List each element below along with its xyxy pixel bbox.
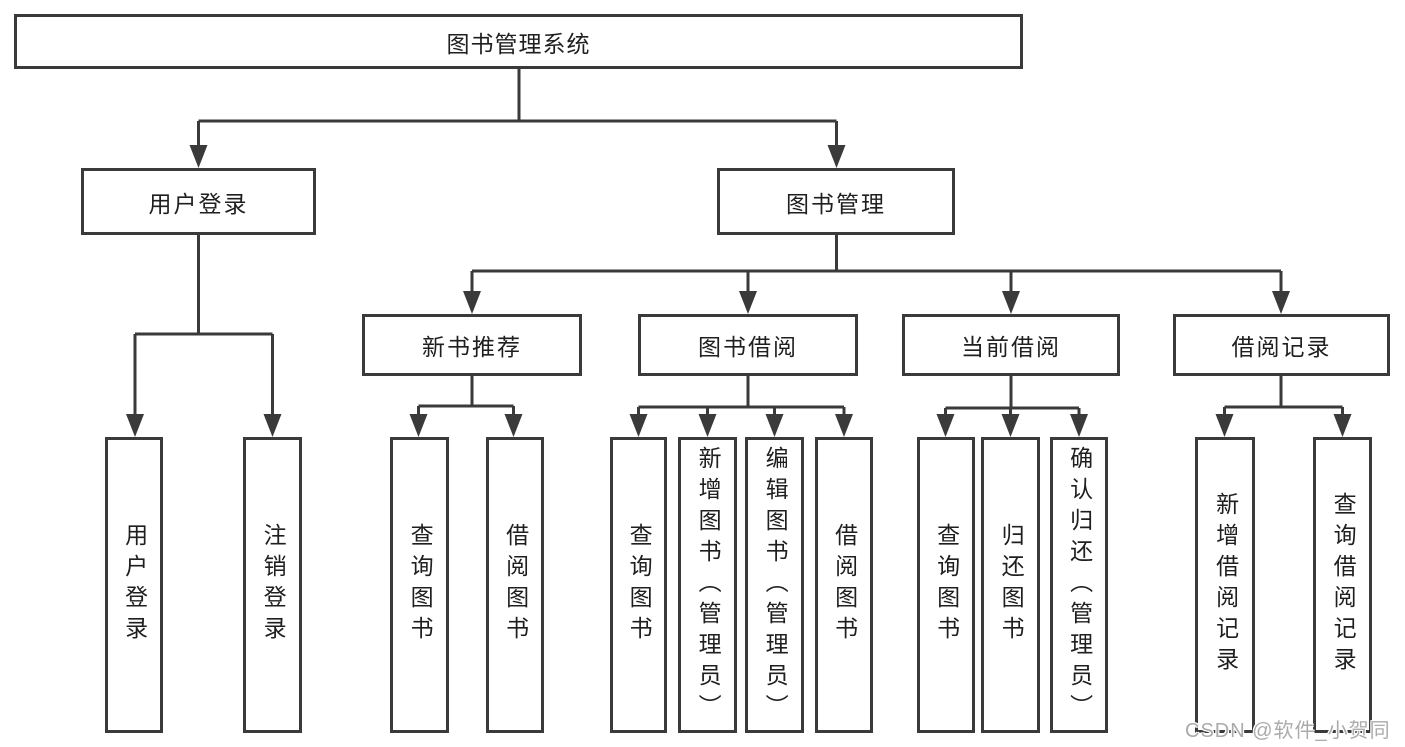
node-nb-borrow-books-label: 借阅图书 [502, 523, 529, 647]
node-bb-query-books: 查询图书 [610, 437, 667, 733]
node-br-query-record-label: 查询借阅记录 [1330, 492, 1357, 678]
arrowhead-icon [1001, 414, 1020, 437]
node-user-login-leaf-label: 用户登录 [121, 523, 148, 647]
arrowhead-icon [827, 145, 846, 168]
node-user-login-leaf: 用户登录 [105, 437, 163, 733]
node-cb-confirm-return-admin: 确认归还（管理员） [1050, 437, 1108, 733]
node-library-system-label: 图书管理系统 [446, 30, 591, 57]
connector-borrow-records-children [1215, 376, 1352, 437]
node-cb-query-books: 查询图书 [917, 437, 975, 733]
node-nb-query-books-label: 查询图书 [407, 523, 434, 647]
node-cb-confirm-return-admin-label: 确认归还（管理员） [1066, 445, 1093, 725]
node-book-borrow-label: 图书借阅 [698, 334, 798, 360]
node-borrow-records-label: 借阅记录 [1231, 334, 1332, 360]
arrowhead-icon [835, 414, 853, 437]
arrowhead-icon [1215, 414, 1234, 437]
connector-new-book-children [409, 376, 523, 437]
connector-user-login-children [126, 235, 282, 437]
arrowhead-icon [765, 414, 784, 437]
node-nb-query-books: 查询图书 [390, 437, 449, 733]
watermark: CSDN @软件_小贺同学 [1185, 720, 1391, 742]
arrowhead-icon [189, 145, 208, 168]
node-bb-edit-books-admin: 编辑图书（管理员） [745, 437, 804, 733]
node-cb-return-books-label: 归还图书 [998, 523, 1025, 647]
arrowhead-icon [126, 414, 144, 437]
node-br-add-record: 新增借阅记录 [1195, 437, 1255, 733]
arrowhead-icon [1333, 414, 1352, 437]
node-new-book-recommend-label: 新书推荐 [422, 334, 522, 360]
node-bb-add-books-admin-label: 新增图书（管理员） [695, 445, 722, 725]
node-current-borrow-label: 当前借阅 [961, 334, 1061, 360]
node-bb-borrow-books-label: 借阅图书 [831, 523, 858, 647]
node-bb-add-books-admin: 新增图书（管理员） [678, 437, 737, 733]
node-nb-borrow-books: 借阅图书 [486, 437, 544, 733]
arrowhead-icon [504, 414, 523, 437]
arrowhead-icon [1272, 291, 1290, 314]
connector-book-management-children [463, 235, 1290, 314]
node-cb-return-books: 归还图书 [981, 437, 1040, 733]
connector-current-borrow-children [936, 376, 1088, 437]
arrowhead-icon [409, 414, 428, 437]
arrowhead-icon [1002, 291, 1020, 314]
node-bb-borrow-books: 借阅图书 [815, 437, 873, 733]
node-user-login-module: 用户登录 [81, 168, 316, 235]
node-logout-leaf: 注销登录 [243, 437, 302, 733]
arrowhead-icon [263, 414, 282, 437]
node-br-add-record-label: 新增借阅记录 [1212, 492, 1239, 678]
node-new-book-recommend: 新书推荐 [362, 314, 582, 376]
node-book-management: 图书管理 [717, 168, 955, 235]
arrowhead-icon [463, 291, 481, 314]
node-br-query-record: 查询借阅记录 [1313, 437, 1372, 733]
node-book-borrow: 图书借阅 [638, 314, 858, 376]
node-bb-query-books-label: 查询图书 [626, 523, 653, 647]
node-borrow-records: 借阅记录 [1173, 314, 1390, 376]
arrowhead-icon [936, 414, 955, 437]
arrowhead-icon [739, 291, 757, 314]
node-book-management-label: 图书管理 [786, 190, 886, 217]
arrowhead-icon [629, 414, 648, 437]
node-library-system: 图书管理系统 [14, 14, 1023, 69]
connector-book-borrow-children [629, 376, 853, 437]
arrowhead-icon [698, 414, 717, 437]
node-bb-edit-books-admin-label: 编辑图书（管理员） [762, 445, 789, 725]
connector-root-to-modules [189, 67, 846, 168]
node-cb-query-books-label: 查询图书 [933, 523, 960, 647]
node-current-borrow: 当前借阅 [902, 314, 1120, 376]
arrowhead-icon [1070, 414, 1088, 437]
node-user-login-module-label: 用户登录 [148, 190, 249, 217]
node-logout-leaf-label: 注销登录 [260, 523, 287, 647]
